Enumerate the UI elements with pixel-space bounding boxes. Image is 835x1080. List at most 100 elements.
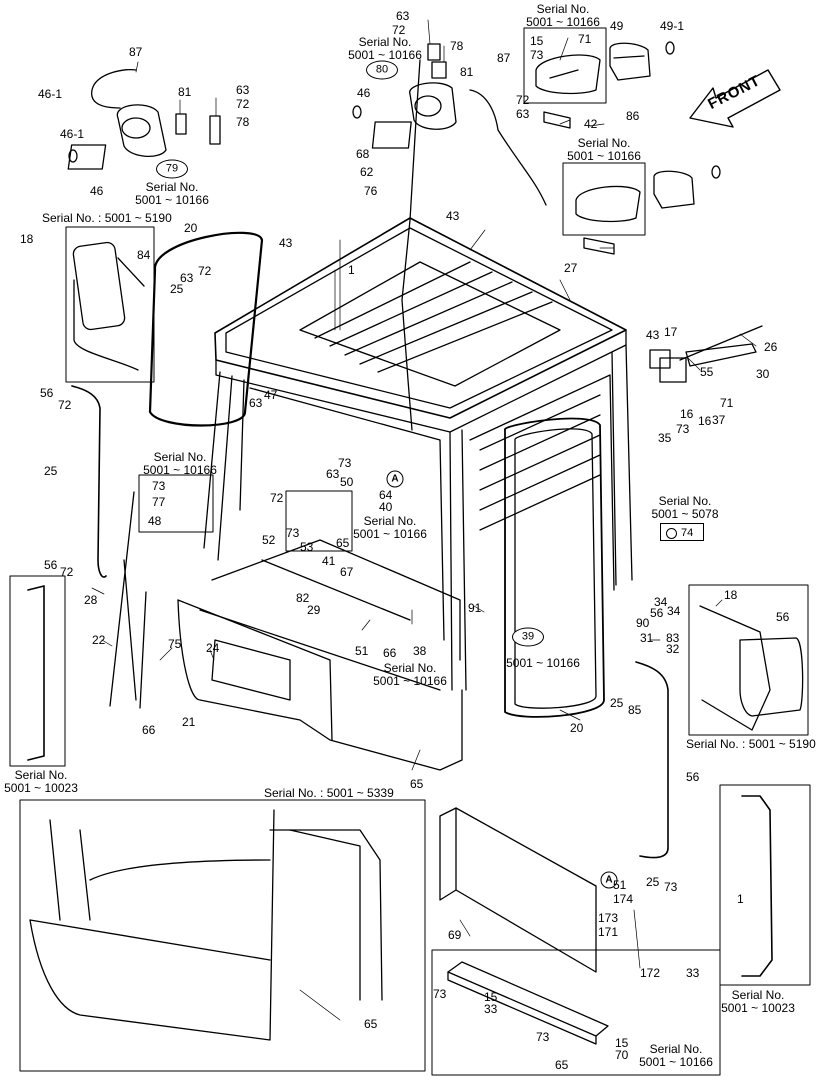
part-number-label: 72 (58, 398, 72, 412)
part-number-label: 65 (364, 1017, 378, 1031)
part-number-label: 77 (152, 495, 166, 509)
harness-left (90, 69, 137, 109)
part-number-label: 1 (737, 892, 744, 906)
part-number-label: 51 (355, 644, 369, 658)
part-number-label: 173 (598, 911, 619, 925)
inset-right-handrail (719, 784, 811, 986)
part-number-label: 30 (756, 367, 770, 381)
part-number-label: 42 (584, 117, 598, 131)
box-74: 74 (660, 523, 704, 541)
part-number-label: 26 (764, 340, 778, 354)
part-number-label: 86 (626, 109, 640, 123)
part-number-label: 46 (357, 86, 371, 100)
part-number-label: 64 (379, 488, 393, 502)
part-number-label: 40 (379, 500, 393, 514)
part-number-label: 82 (296, 591, 310, 605)
part-number-label: 81 (178, 85, 192, 99)
part-number-label: 72 (198, 264, 212, 278)
part-number-label: 43 (646, 328, 660, 342)
inset-pin-77 (138, 474, 214, 533)
part-number-label: 41 (322, 554, 336, 568)
view-marker-a-screen: A (600, 871, 618, 889)
serial-top-right: Serial No.5001 ~ 10166 (526, 2, 600, 29)
part-number-label: 73 (664, 880, 678, 894)
part-number-label: 25 (610, 696, 624, 710)
serial-cab-variant: Serial No. : 5001 ~ 5339 (264, 786, 394, 800)
nut-icon (666, 528, 677, 539)
door-seal (148, 231, 264, 427)
part-number-label: 56 (776, 610, 790, 624)
part-number-label: 68 (356, 147, 370, 161)
part-number-label: 73 (286, 526, 300, 540)
work-lamp-top (409, 82, 457, 130)
part-number-label: 15 (484, 990, 498, 1004)
part-number-label: 63 (180, 271, 194, 285)
part-number-label: 87 (129, 45, 143, 59)
serial-box74: Serial No.5001 ~ 5078 (651, 494, 719, 521)
part-number-label: 174 (613, 892, 634, 906)
cab-variant-drawing (29, 809, 383, 1041)
part-number-label: 25 (44, 464, 58, 478)
part-number-label: 25 (646, 875, 660, 889)
leader-lines (91, 19, 757, 1021)
ref-circle-80: 80 (366, 60, 398, 80)
lamp-46-top (371, 121, 412, 149)
serial-near-39: 5001 ~ 10166 (506, 656, 580, 670)
part-number-label: 18 (20, 232, 34, 246)
part-number-label: 172 (640, 966, 661, 980)
part-number-label: 73 (338, 456, 352, 470)
part-number-label: 49 (610, 19, 624, 33)
ref-circle-79: 79 (156, 159, 188, 179)
part-number-label: 72 (270, 491, 284, 505)
part-number-label: 56 (44, 558, 58, 572)
part-number-label: 73 (536, 1030, 550, 1044)
bulbs (68, 41, 721, 179)
part-number-label: 83 (666, 631, 680, 645)
view-marker-a-cab: A (386, 470, 404, 488)
inset-cab-variant (19, 799, 426, 1072)
work-lamp-left (116, 104, 167, 157)
part-number-label: 20 (570, 721, 584, 735)
part-number-label: 72 (236, 97, 250, 111)
part-number-label: 21 (182, 715, 196, 729)
part-number-label: 78 (236, 115, 250, 129)
part-number-label: 15 (530, 34, 544, 48)
part-number-label: 67 (340, 565, 354, 579)
part-number-label: 18 (724, 588, 738, 602)
housing-71-right (575, 185, 641, 223)
part-number-label: 38 (413, 644, 427, 658)
sunshade (447, 961, 609, 1045)
part-number-label: 63 (236, 83, 250, 97)
part-number-label: 29 (307, 603, 321, 617)
part-number-label: 24 (206, 641, 220, 655)
part-number-label: 63 (326, 467, 340, 481)
inset-sunshade (431, 949, 721, 1076)
rear-wiper (649, 325, 763, 383)
front-wiper (109, 491, 147, 709)
part-number-label: 37 (712, 413, 726, 427)
part-number-label: 65 (410, 777, 424, 791)
mirror-left-assembly (72, 241, 145, 371)
serial-left-handrail: Serial No.5001 ~ 10023 (4, 768, 78, 795)
part-number-label: 56 (650, 606, 664, 620)
part-number-label: 43 (446, 209, 460, 223)
part-number-label: 87 (497, 51, 511, 65)
part-number-label: 22 (92, 633, 106, 647)
lamp-49-right (653, 170, 695, 209)
serial-right-mirror: Serial No. : 5001 ~ 5190 (686, 737, 816, 751)
part-number-label: 69 (448, 928, 462, 942)
part-number-label: 75 (168, 637, 182, 651)
ref-circle-39: 39 (512, 627, 544, 647)
inset-right-lamp (562, 162, 646, 236)
part-number-label: 63 (396, 9, 410, 23)
part-number-label: 55 (700, 365, 714, 379)
part-number-label: 50 (340, 475, 354, 489)
inset-frames (9, 27, 811, 1076)
inset-right-mirror (688, 584, 809, 736)
part-number-label: 73 (152, 479, 166, 493)
part-number-label: 65 (555, 1058, 569, 1072)
part-number-label: 62 (360, 165, 374, 179)
part-number-label: 1 (348, 263, 355, 277)
part-number-label: 90 (636, 616, 650, 630)
